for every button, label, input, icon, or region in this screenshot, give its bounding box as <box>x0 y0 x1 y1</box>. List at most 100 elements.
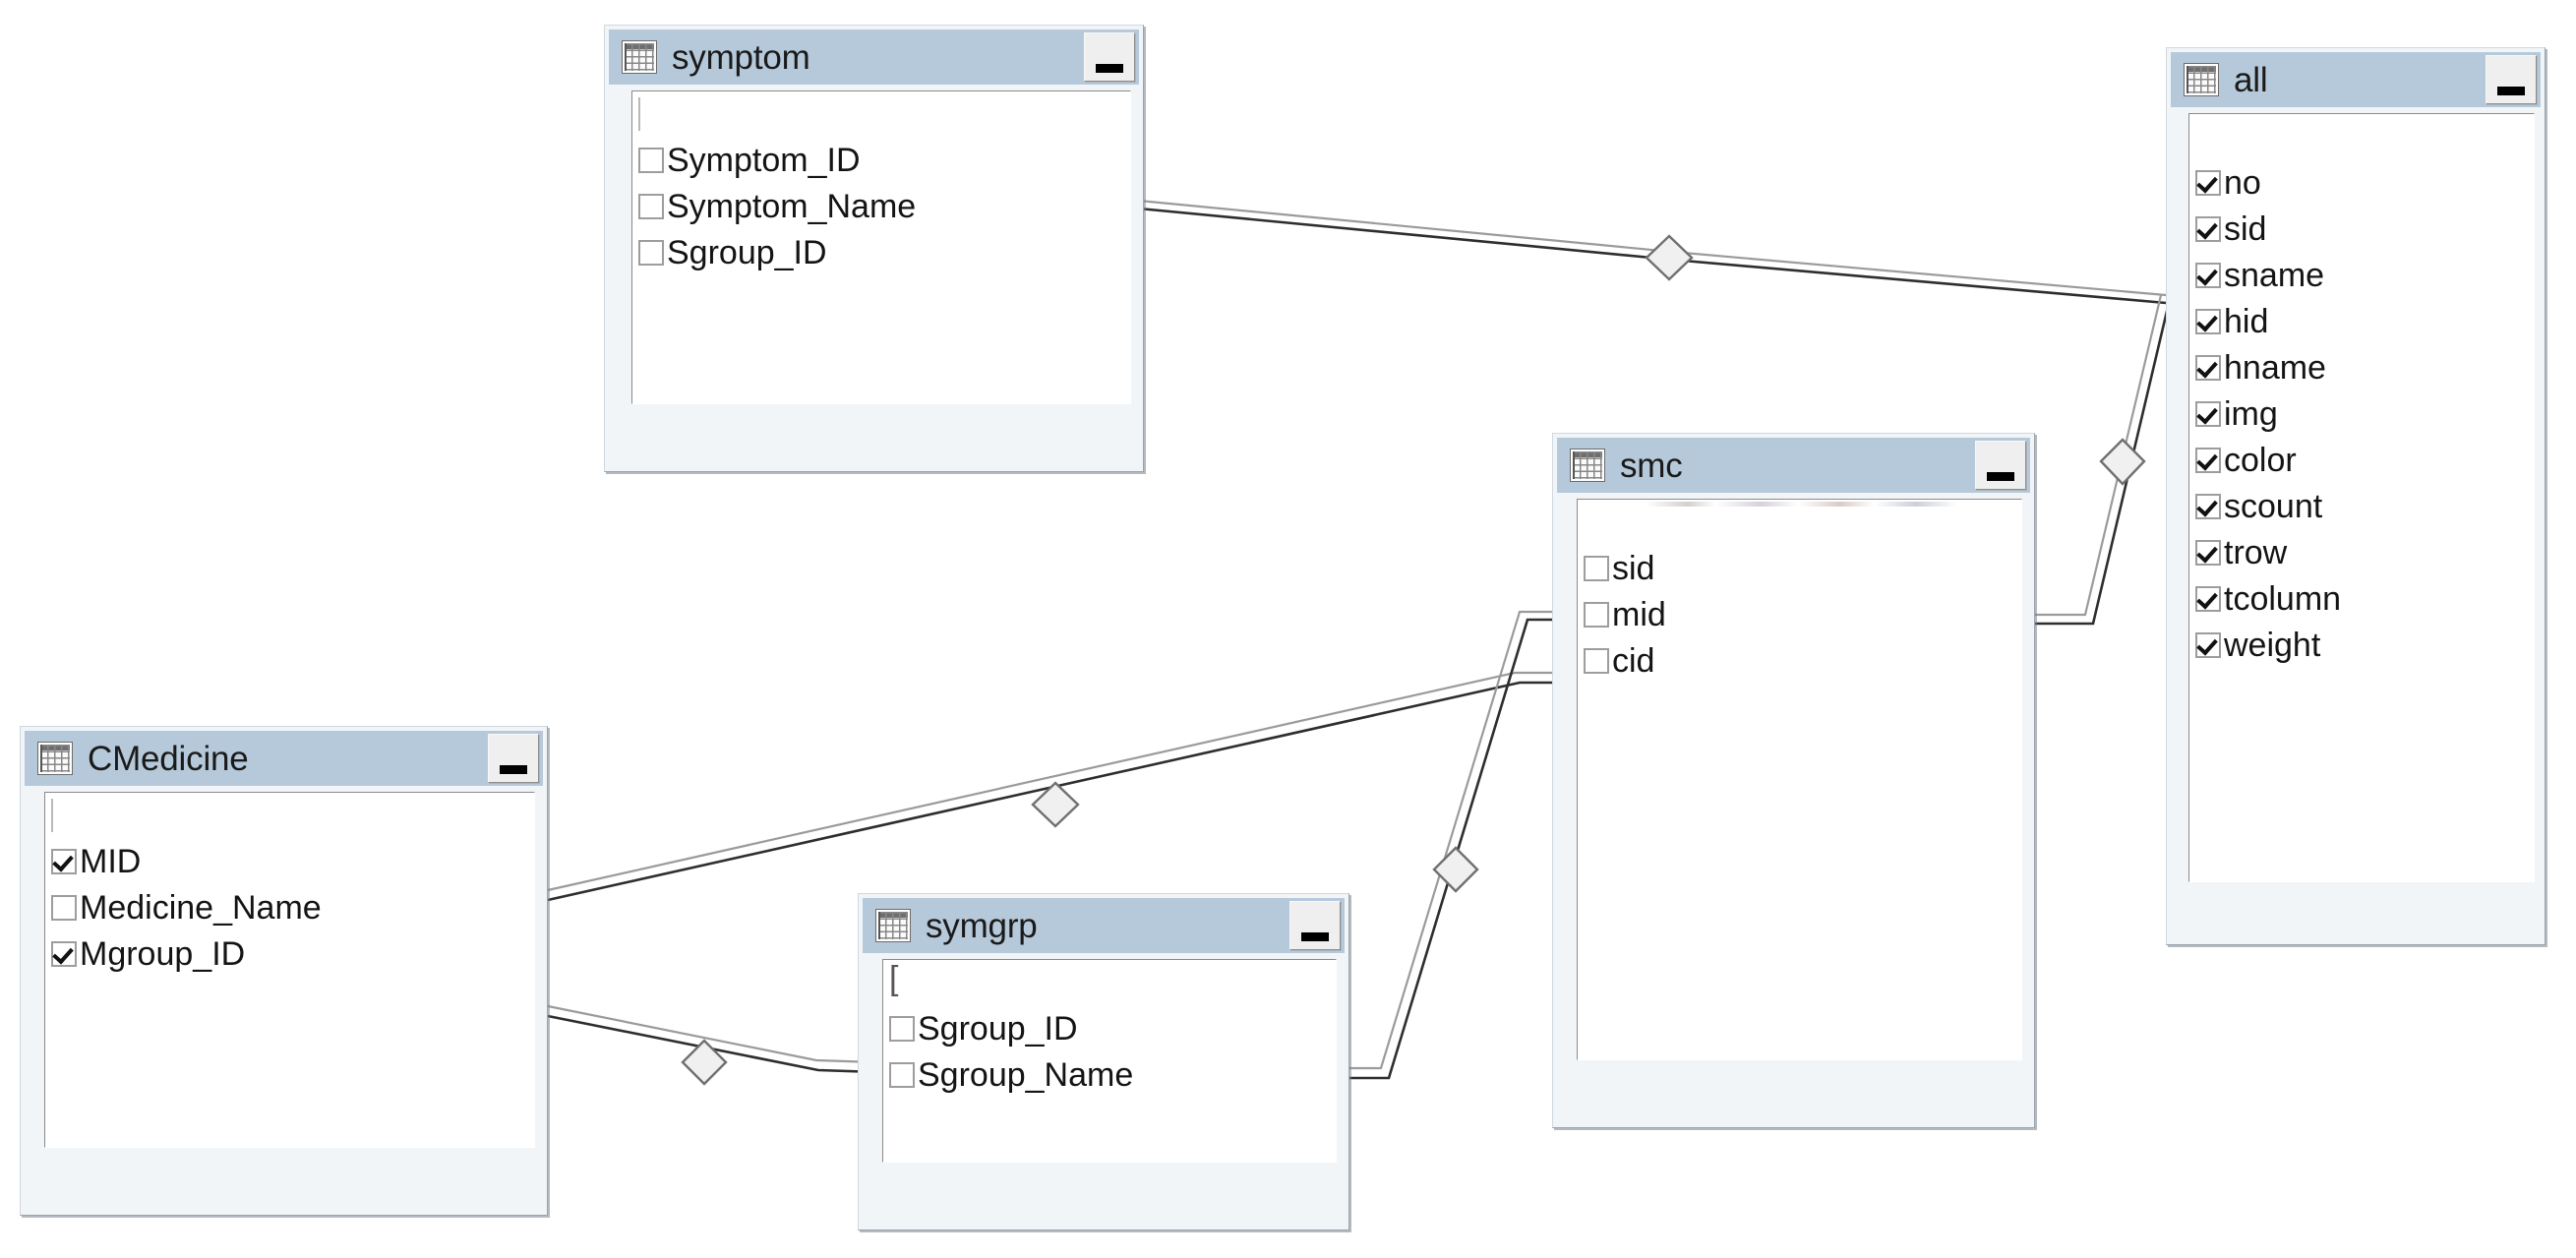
field-label: Sgroup_ID <box>918 1009 1078 1048</box>
field-label: mid <box>1612 595 1666 633</box>
field-row[interactable]: Sgroup_ID <box>632 229 1130 275</box>
field-label: tcolumn <box>2224 579 2342 618</box>
field-label: Symptom_Name <box>667 187 917 225</box>
field-checkbox[interactable] <box>889 1061 915 1088</box>
table-title: CMedicine <box>88 739 249 778</box>
field-row[interactable]: sname <box>2189 252 2534 298</box>
minimize-button[interactable] <box>488 734 539 783</box>
field-checkbox[interactable] <box>2195 169 2221 196</box>
table-window-cmedicine[interactable]: CMedicine MID Medicine_Name Mgroup_ID <box>20 726 548 1216</box>
field-row[interactable]: weight <box>2189 622 2534 668</box>
table-window-all[interactable]: all no sid sname hid <box>2166 47 2546 945</box>
field-row[interactable]: sid <box>1578 545 2021 591</box>
table-grid-icon <box>622 40 657 74</box>
minimize-icon <box>1096 64 1123 73</box>
field-label: hname <box>2224 348 2326 387</box>
field-row[interactable]: MID <box>45 838 534 884</box>
title-bar[interactable]: CMedicine <box>25 731 543 786</box>
field-checkbox[interactable] <box>51 848 77 874</box>
field-checkbox[interactable] <box>2195 262 2221 288</box>
field-checkbox[interactable] <box>2195 447 2221 473</box>
field-row[interactable]: trow <box>2189 529 2534 575</box>
field-row[interactable]: Symptom_ID <box>632 137 1130 183</box>
field-checkbox[interactable] <box>2195 585 2221 612</box>
field-row[interactable]: Sgroup_Name <box>883 1051 1336 1098</box>
field-label: no <box>2224 163 2261 202</box>
field-row[interactable]: scount <box>2189 483 2534 529</box>
table-grid-icon <box>2184 63 2219 96</box>
field-list[interactable]: Symptom_ID Symptom_Name Sgroup_ID <box>631 90 1131 404</box>
field-checkbox[interactable] <box>2195 308 2221 334</box>
field-checkbox[interactable] <box>1584 601 1609 628</box>
title-bar[interactable]: smc <box>1557 438 2030 493</box>
field-label: MID <box>80 842 142 880</box>
minimize-button[interactable] <box>2486 55 2537 104</box>
field-row[interactable]: tcolumn <box>2189 575 2534 622</box>
field-row[interactable]: hid <box>2189 298 2534 344</box>
field-label: Sgroup_ID <box>667 233 827 271</box>
minimize-icon <box>1301 932 1329 941</box>
field-label: Sgroup_Name <box>918 1055 1134 1094</box>
field-label: Mgroup_ID <box>80 934 246 973</box>
table-window-smc[interactable]: smc sid mid cid <box>1552 433 2035 1128</box>
field-checkbox[interactable] <box>889 1015 915 1042</box>
field-checkbox[interactable] <box>2195 354 2221 381</box>
field-row[interactable]: Sgroup_ID <box>883 1005 1336 1051</box>
field-list[interactable]: [ Sgroup_ID Sgroup_Name <box>882 959 1337 1163</box>
title-bar[interactable]: all <box>2171 52 2541 107</box>
field-label: img <box>2224 394 2278 433</box>
minimize-button[interactable] <box>1289 901 1341 950</box>
title-bar[interactable]: symptom <box>609 30 1139 85</box>
relationship-diamond <box>1432 846 1479 893</box>
table-title: all <box>2234 60 2268 99</box>
text-caret-icon <box>638 97 640 131</box>
field-checkbox[interactable] <box>638 239 664 266</box>
field-checkbox[interactable] <box>2195 215 2221 242</box>
field-row[interactable]: sid <box>2189 206 2534 252</box>
field-row[interactable]: color <box>2189 437 2534 483</box>
field-label: weight <box>2224 626 2321 664</box>
table-title: smc <box>1620 446 1683 485</box>
connector-cmedicine-smc <box>547 671 1552 902</box>
field-list[interactable]: sid mid cid <box>1577 499 2022 1060</box>
relationship-diamond <box>1645 234 1694 281</box>
field-row[interactable]: Symptom_Name <box>632 183 1130 229</box>
table-grid-icon <box>1570 449 1605 482</box>
connector-smc-all <box>2035 294 2171 626</box>
blank-first-row <box>45 793 534 838</box>
field-label: sid <box>1612 549 1655 587</box>
field-checkbox[interactable] <box>2195 539 2221 566</box>
field-checkbox[interactable] <box>638 147 664 173</box>
text-caret-icon: [ <box>889 960 899 997</box>
field-checkbox[interactable] <box>2195 493 2221 519</box>
field-row[interactable]: no <box>2189 159 2534 206</box>
field-row[interactable]: cid <box>1578 637 2021 684</box>
title-bar[interactable]: symgrp <box>863 898 1345 953</box>
field-checkbox[interactable] <box>51 894 77 921</box>
field-row[interactable]: mid <box>1578 591 2021 637</box>
relationship-diamond <box>1031 781 1080 828</box>
field-checkbox[interactable] <box>51 940 77 967</box>
field-checkbox[interactable] <box>1584 647 1609 674</box>
table-grid-icon <box>875 909 911 942</box>
field-label: cid <box>1612 641 1655 680</box>
clipped-text-artifact <box>1647 502 1992 507</box>
table-window-symgrp[interactable]: symgrp [ Sgroup_ID Sgroup_Name <box>858 893 1349 1230</box>
field-checkbox[interactable] <box>638 193 664 219</box>
minimize-button[interactable] <box>1084 32 1135 82</box>
field-row[interactable]: Mgroup_ID <box>45 930 534 977</box>
blank-first-row: [ <box>883 960 1336 1005</box>
field-row[interactable]: hname <box>2189 344 2534 390</box>
field-row[interactable]: img <box>2189 390 2534 437</box>
table-title: symgrp <box>926 906 1038 945</box>
field-row[interactable]: Medicine_Name <box>45 884 534 930</box>
field-checkbox[interactable] <box>2195 631 2221 658</box>
field-list[interactable]: no sid sname hid hname img <box>2188 113 2535 882</box>
field-label: Symptom_ID <box>667 141 861 179</box>
field-checkbox[interactable] <box>1584 555 1609 581</box>
minimize-button[interactable] <box>1975 441 2026 490</box>
field-list[interactable]: MID Medicine_Name Mgroup_ID <box>44 792 535 1148</box>
blank-first-row <box>632 91 1130 137</box>
table-window-symptom[interactable]: symptom Symptom_ID Symptom_Name Sgroup_I… <box>604 25 1144 472</box>
field-checkbox[interactable] <box>2195 400 2221 427</box>
